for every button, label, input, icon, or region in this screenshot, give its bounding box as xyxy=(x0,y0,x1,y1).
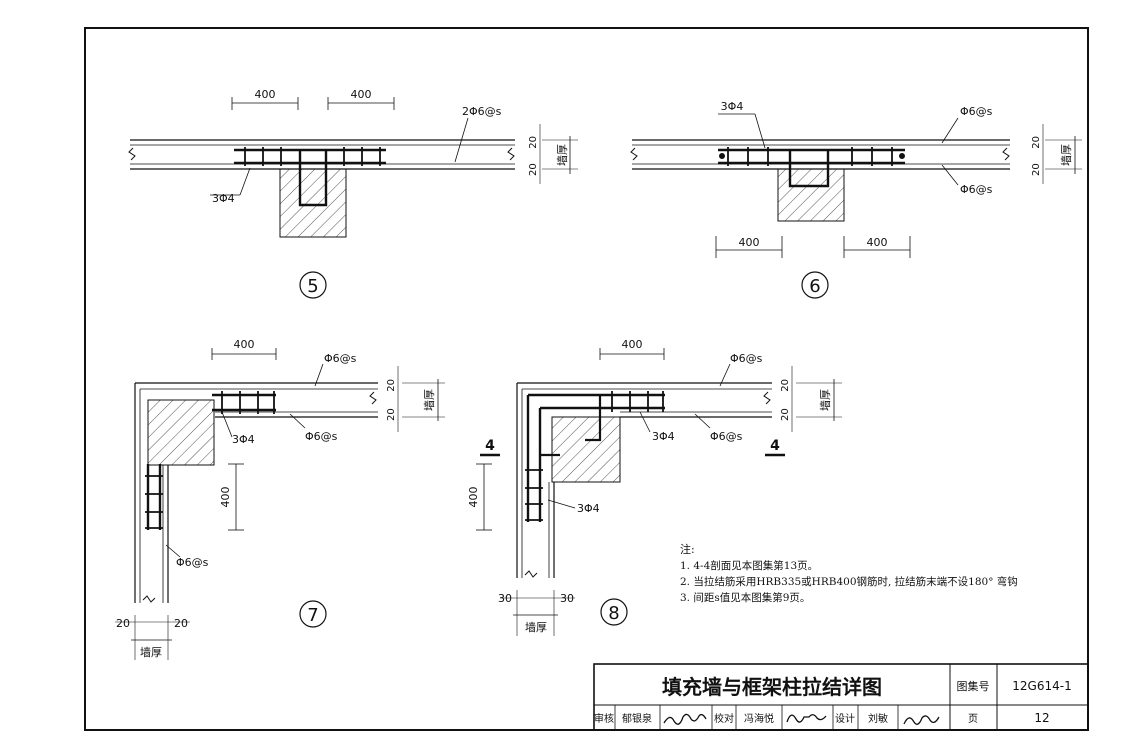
atlas-number: 12G614-1 xyxy=(1012,679,1071,693)
title-block xyxy=(593,663,1089,731)
review-name: 郁银泉 xyxy=(622,712,652,725)
d8-bar-top-label: Φ6@s xyxy=(730,352,763,365)
d6-cover-top: 20 xyxy=(1031,136,1042,149)
d6-dim-right: 400 xyxy=(867,236,888,249)
d5-wall-thickness: 墙厚 xyxy=(555,144,569,166)
d5-dim-right: 400 xyxy=(351,88,372,101)
detail-7 xyxy=(115,348,445,660)
sheet-border xyxy=(84,27,1089,731)
check-signature xyxy=(786,714,827,723)
d5-cover-bottom: 20 xyxy=(528,163,539,176)
d5-stirrup-label: 3Φ4 xyxy=(212,192,235,205)
d6-cover-bottom: 20 xyxy=(1031,163,1042,176)
page-label: 页 xyxy=(968,713,978,725)
d7-cover-top: 20 xyxy=(386,379,397,392)
d5-number: 5 xyxy=(307,276,318,297)
design-signature xyxy=(903,715,940,725)
d7-dim-vertical: 400 xyxy=(219,487,232,508)
d7-bar-vertical-label: Φ6@s xyxy=(176,556,209,569)
d7-stirrup-label: 3Φ4 xyxy=(232,433,255,446)
d8-number-circle xyxy=(600,598,628,626)
d8-stirrup-label-v: 3Φ4 xyxy=(577,502,600,515)
d8-dim-top: 400 xyxy=(622,338,643,351)
d7-dim-top: 400 xyxy=(234,338,255,351)
d7-bar-bottom-label: Φ6@s xyxy=(305,430,338,443)
d8-stirrup-label-h: 3Φ4 xyxy=(652,430,675,443)
design-label: 设计 xyxy=(835,712,855,725)
d6-stirrup-label: 3Φ4 xyxy=(721,100,744,113)
note-item: 1. 4-4剖面见本图集第13页。 xyxy=(680,559,818,572)
d8-section-right: 4 xyxy=(770,438,780,454)
drawing-title: 填充墙与框架柱拉结详图 xyxy=(662,675,882,699)
notes-heading: 注: xyxy=(680,542,695,556)
page-number: 12 xyxy=(1034,711,1049,725)
d7-wall-thickness-h: 墙厚 xyxy=(422,389,436,411)
d8-number: 8 xyxy=(608,603,619,624)
d7-wall-thickness-v: 墙厚 xyxy=(140,645,162,659)
d8-section-left: 4 xyxy=(485,438,495,454)
d5-number-circle xyxy=(299,271,327,299)
notes: 注: 1. 4-4剖面见本图集第13页。 2. 当拉结筋采用HRB335或HRB… xyxy=(680,542,1018,604)
d8-cover-top: 20 xyxy=(780,379,791,392)
d6-wall-thickness: 墙厚 xyxy=(1059,144,1073,166)
d7-cover-right: 20 xyxy=(174,617,188,630)
d7-bar-top-label: Φ6@s xyxy=(324,352,357,365)
d5-bar-label: 2Φ6@s xyxy=(462,105,502,118)
d7-cover-bottom: 20 xyxy=(386,408,397,421)
review-label: 审核 xyxy=(594,712,614,725)
d8-wall-thickness-v: 墙厚 xyxy=(525,620,547,634)
detail-5 xyxy=(128,97,578,238)
d5-dim-left: 400 xyxy=(255,88,276,101)
detail-6 xyxy=(630,113,1082,258)
d8-cover-right: 30 xyxy=(560,592,574,605)
note-item: 3. 间距s值见本图集第9页。 xyxy=(680,591,810,604)
review-signature xyxy=(663,713,707,725)
check-label: 校对 xyxy=(714,712,734,725)
d6-number-circle xyxy=(801,271,829,299)
d8-cover-bottom: 20 xyxy=(780,408,791,421)
d5-cover-top: 20 xyxy=(528,136,539,149)
check-name: 冯海悦 xyxy=(744,712,774,725)
note-item: 2. 当拉结筋采用HRB335或HRB400钢筋时, 拉结筋末端不设180° 弯… xyxy=(680,575,1018,588)
design-name: 刘敏 xyxy=(868,712,888,725)
d7-cover-left: 20 xyxy=(116,617,130,630)
d8-wall-thickness-h: 墙厚 xyxy=(818,389,832,411)
d6-dim-left: 400 xyxy=(739,236,760,249)
d6-bar-bottom-label: Φ6@s xyxy=(960,183,993,196)
d6-bar-top-label: Φ6@s xyxy=(960,105,993,118)
d8-cover-left: 30 xyxy=(498,592,512,605)
atlas-label: 图集号 xyxy=(957,679,990,693)
d6-number: 6 xyxy=(809,276,820,297)
d7-number-circle xyxy=(299,600,327,628)
d8-dim-vertical: 400 xyxy=(467,487,480,508)
d7-number: 7 xyxy=(307,605,318,626)
detail-8 xyxy=(476,348,842,636)
d8-bar-bottom-label: Φ6@s xyxy=(710,430,743,443)
